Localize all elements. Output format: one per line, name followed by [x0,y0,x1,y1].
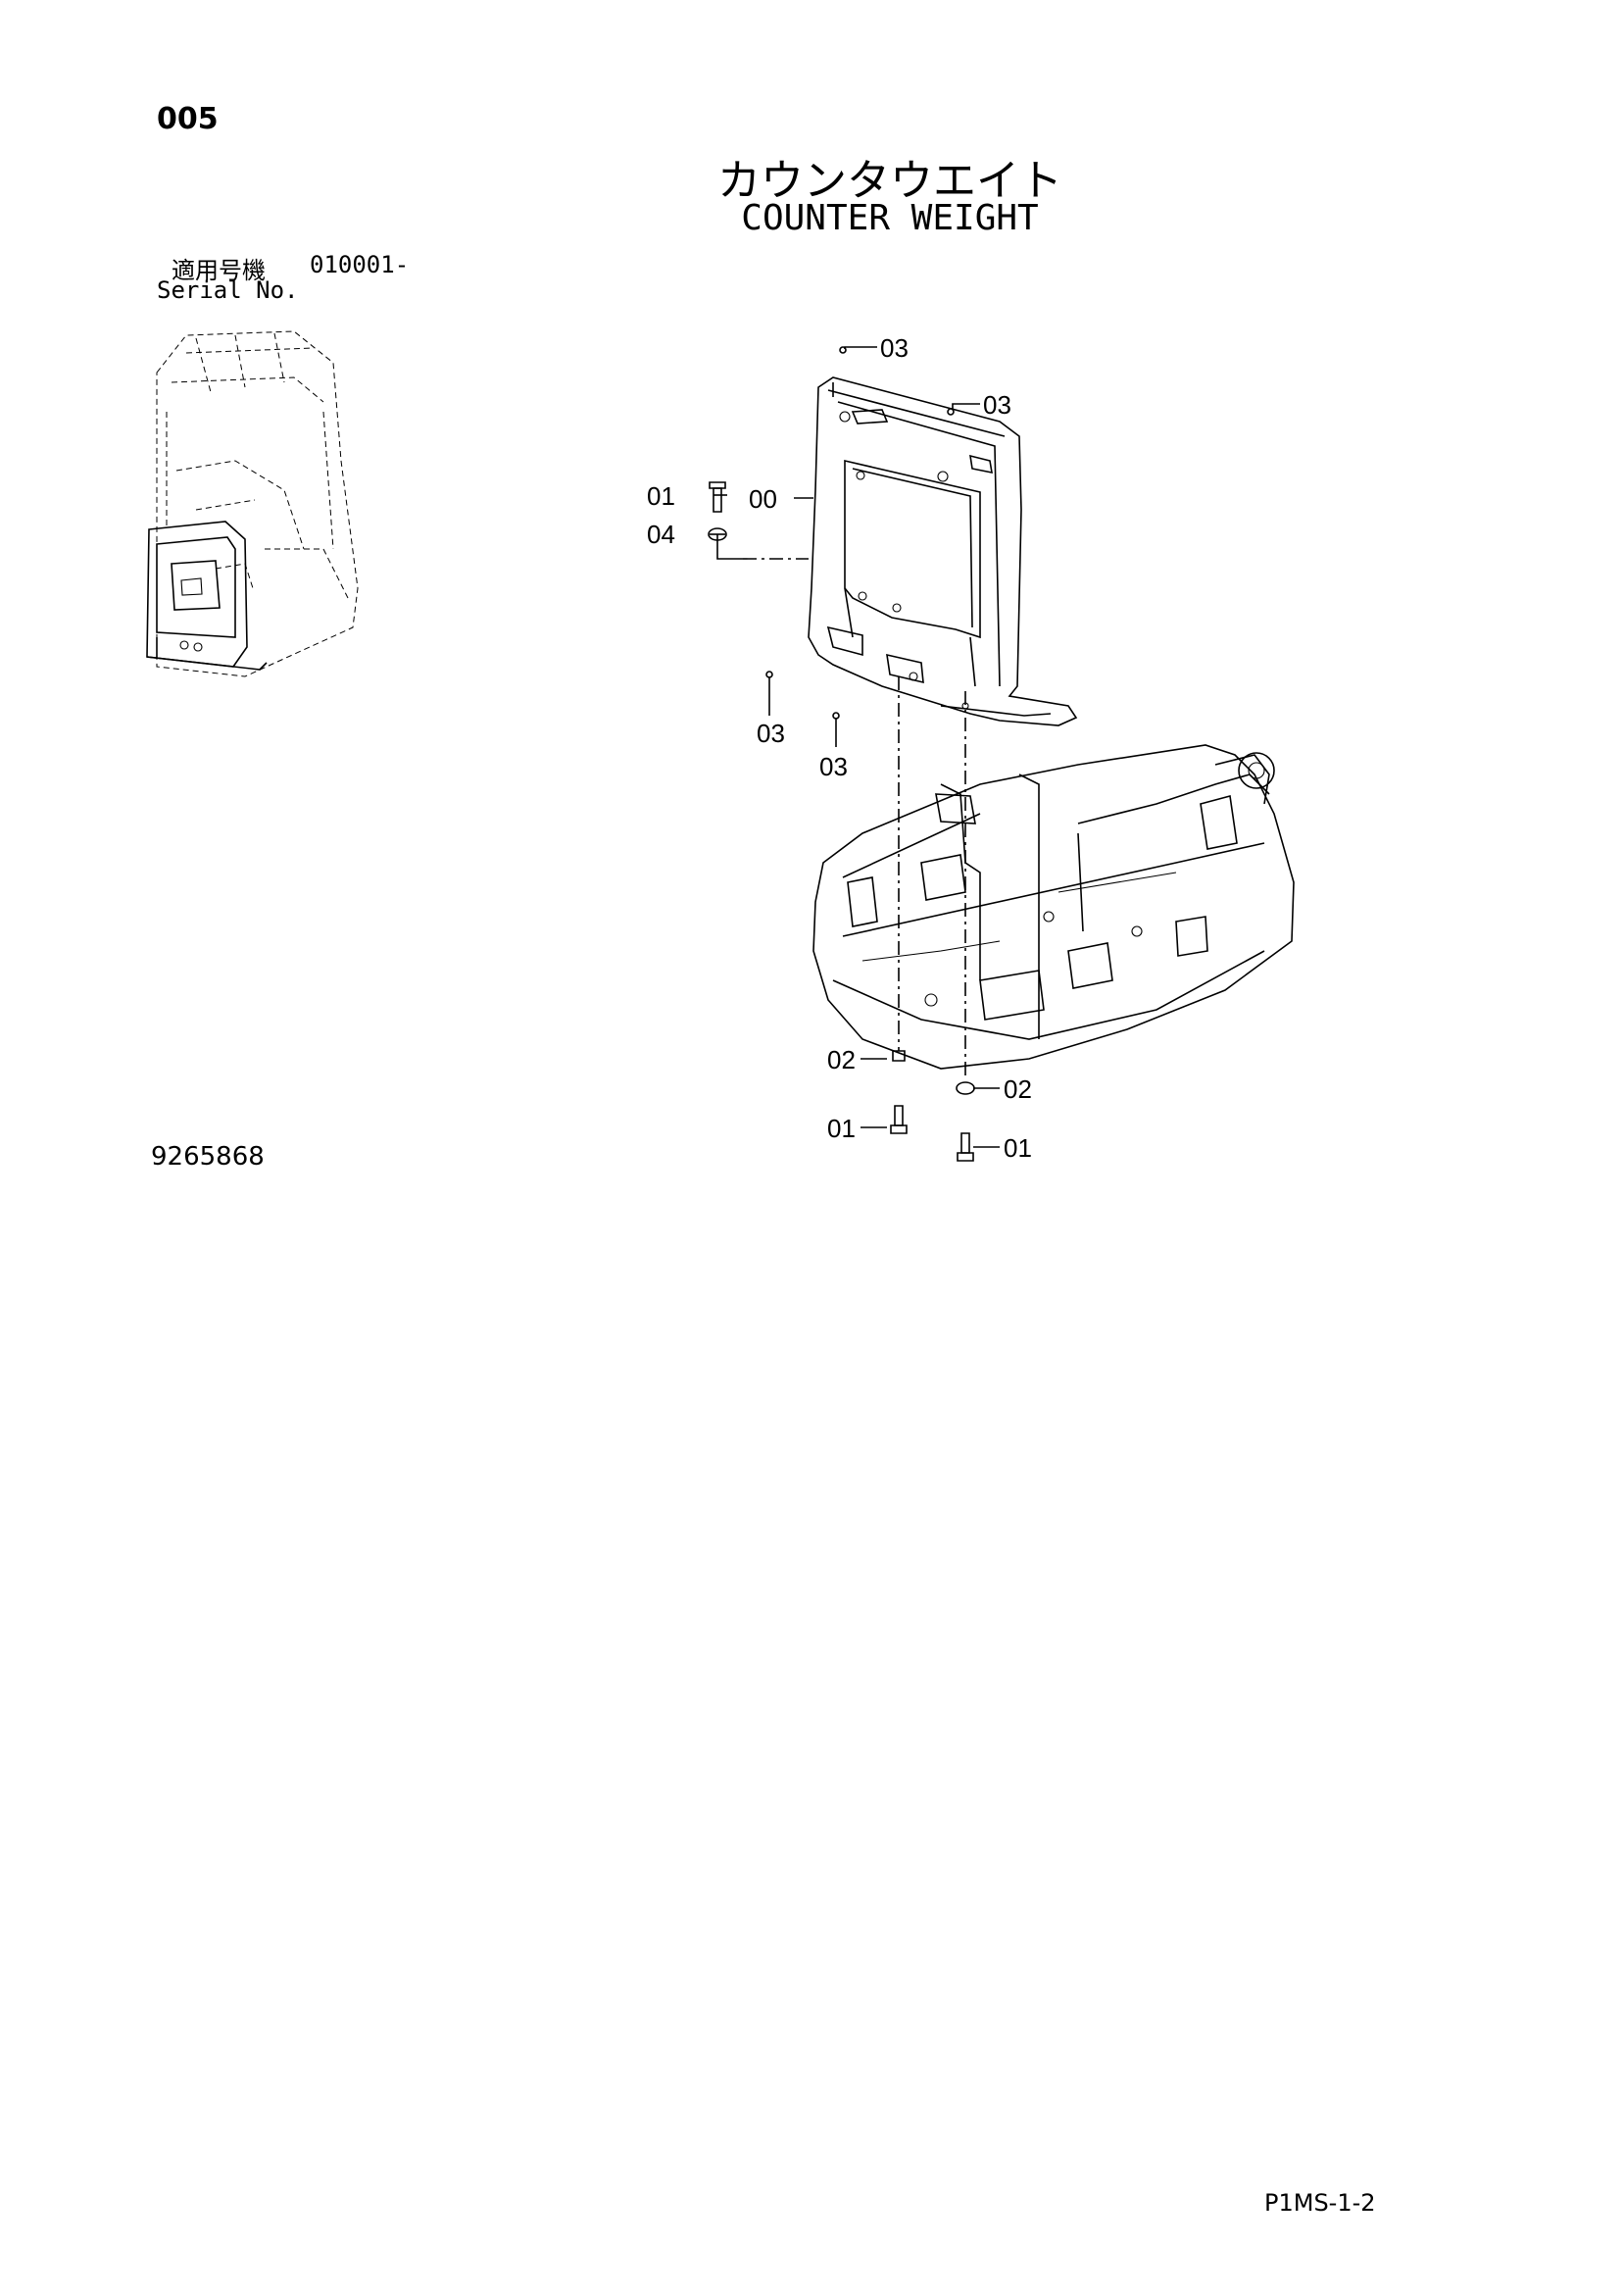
callout-00: 00 [749,484,777,514]
leader-lines [710,346,1000,1148]
callout-02-right: 02 [1004,1074,1032,1104]
serial-range: 010001- [310,251,410,278]
serial-label-english: Serial No. [157,276,299,304]
page-title-japanese: カウンタウエイト [717,156,1062,206]
alignment-lines [743,558,966,1078]
callout-01-right: 01 [1004,1133,1032,1163]
machine-locator-thumbnail [146,330,359,677]
callout-03-bottom: 03 [819,752,848,781]
callout-02-left: 02 [827,1045,856,1074]
callout-01-top: 01 [647,481,675,511]
callout-04: 04 [647,520,675,549]
callout-03-left: 03 [757,719,785,748]
upper-frame-part [812,744,1295,1070]
serial-label-japanese: 適用号機 [172,257,266,284]
callout-03-right: 03 [983,390,1011,420]
callout-01-left: 01 [827,1114,856,1143]
callout-03-top: 03 [880,333,909,363]
counterweight-part [808,376,1078,726]
page-number: 005 [157,102,219,136]
hardware-parts [708,346,975,1162]
figure-number: 9265868 [151,1142,265,1172]
page-title-english: COUNTER WEIGHT [741,198,1039,238]
footer-code: P1MS-1-2 [1264,2189,1376,2217]
